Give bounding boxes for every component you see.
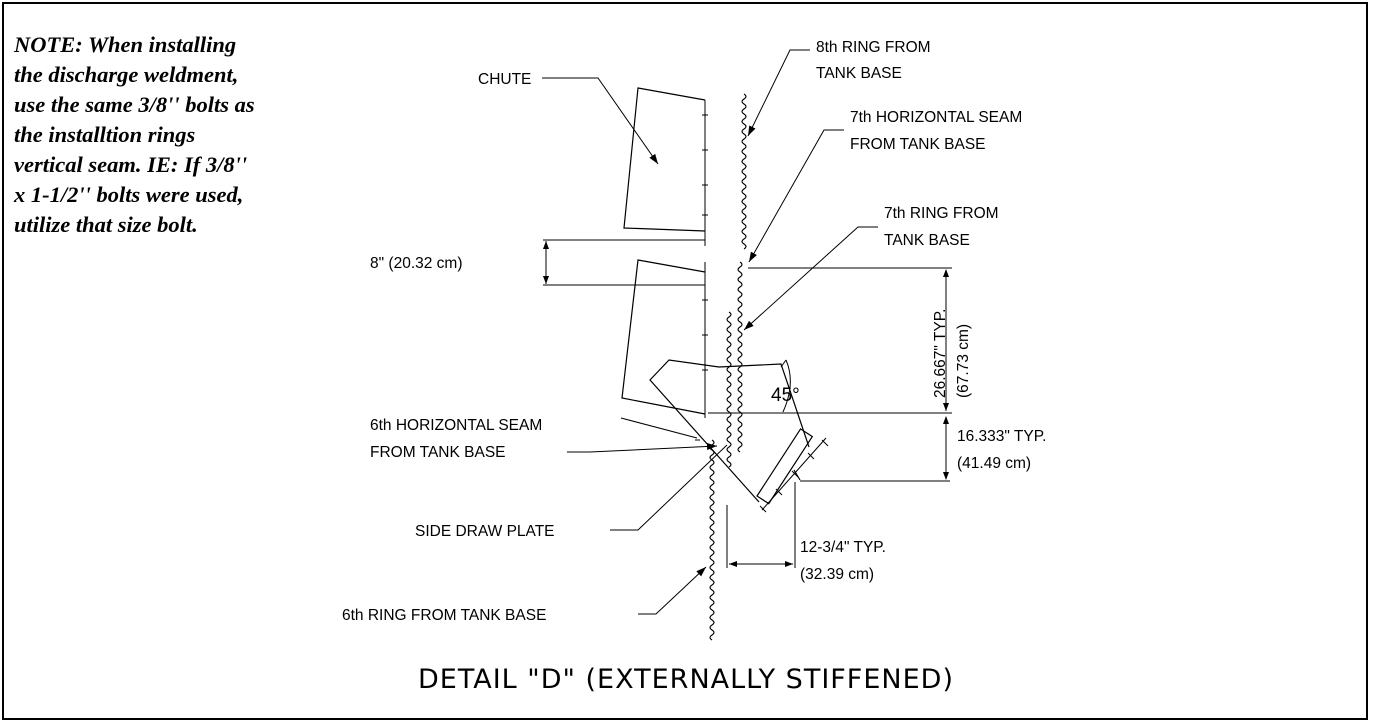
seam7-leader <box>748 129 844 263</box>
horizontal-offset-dimension <box>726 482 796 568</box>
shell-break-line <box>741 93 747 250</box>
label-ring8-line1: 8th RING FROM <box>816 39 931 56</box>
dim-ring-height-cm: (67.73 cm) <box>955 324 972 398</box>
gap-dimension <box>543 239 705 286</box>
dim-vert-offset-cm: (41.49 cm) <box>957 455 1031 472</box>
label-seam6-line1: 6th HORIZONTAL SEAM <box>370 417 542 434</box>
seam6-leader <box>567 442 718 453</box>
chute-leader <box>542 77 659 165</box>
label-ring7-line1: 7th RING FROM <box>884 205 999 222</box>
note-line: x 1-1/2'' bolts were used, <box>14 182 244 207</box>
note-line: the installtion rings <box>14 122 196 147</box>
ring7-leader <box>743 226 878 331</box>
label-ring7-line2: TANK BASE <box>884 232 970 249</box>
label-side-draw-plate: SIDE DRAW PLATE <box>415 523 555 540</box>
note-line: utilize that size bolt. <box>14 212 198 237</box>
detail-title: DETAIL "D" (EXTERNALLY STIFFENED) <box>418 664 954 695</box>
angle-tick <box>780 359 787 368</box>
shell-break-line <box>709 439 715 641</box>
dim-gap: 8" (20.32 cm) <box>370 255 463 272</box>
ring-height-dimension <box>708 267 952 414</box>
note-line: vertical seam. IE: If 3/8'' <box>14 152 248 177</box>
dim-vert-offset-in: 16.333" TYP. <box>957 428 1046 445</box>
side-draw-plate <box>649 359 829 513</box>
shell-break-line <box>737 261 743 453</box>
label-seam6-line2: FROM TANK BASE <box>370 444 506 461</box>
dim-horiz-offset-cm: (32.39 cm) <box>800 566 874 583</box>
ring8-leader <box>747 49 810 137</box>
dim-angle: 45° <box>771 385 800 406</box>
label-seam7-line2: FROM TANK BASE <box>850 136 986 153</box>
side-draw-leader <box>610 444 728 531</box>
note-line: NOTE: When installing <box>14 32 237 57</box>
note-line: the discharge weldment, <box>14 62 239 87</box>
label-ring6: 6th RING FROM TANK BASE <box>342 607 546 624</box>
dim-ring-height-in: 26.667" TYP. <box>932 309 949 398</box>
label-chute: CHUTE <box>478 71 531 88</box>
shell-break-line <box>726 311 732 468</box>
dim-horiz-offset-in: 12-3/4" TYP. <box>800 539 886 556</box>
lower-chute-plate <box>621 259 708 418</box>
note-line: use the same 3/8'' bolts as <box>14 92 255 117</box>
angle-arc <box>782 359 791 413</box>
upper-chute-plate <box>623 87 708 246</box>
installation-note: NOTE: When installing the discharge weld… <box>14 30 354 240</box>
vertical-offset-dimension <box>800 416 950 482</box>
label-seam7-line1: 7th HORIZONTAL SEAM <box>850 109 1022 126</box>
label-ring8-line2: TANK BASE <box>816 65 902 82</box>
seam6-upper-leader <box>620 417 698 439</box>
ring6-leader <box>638 566 707 615</box>
